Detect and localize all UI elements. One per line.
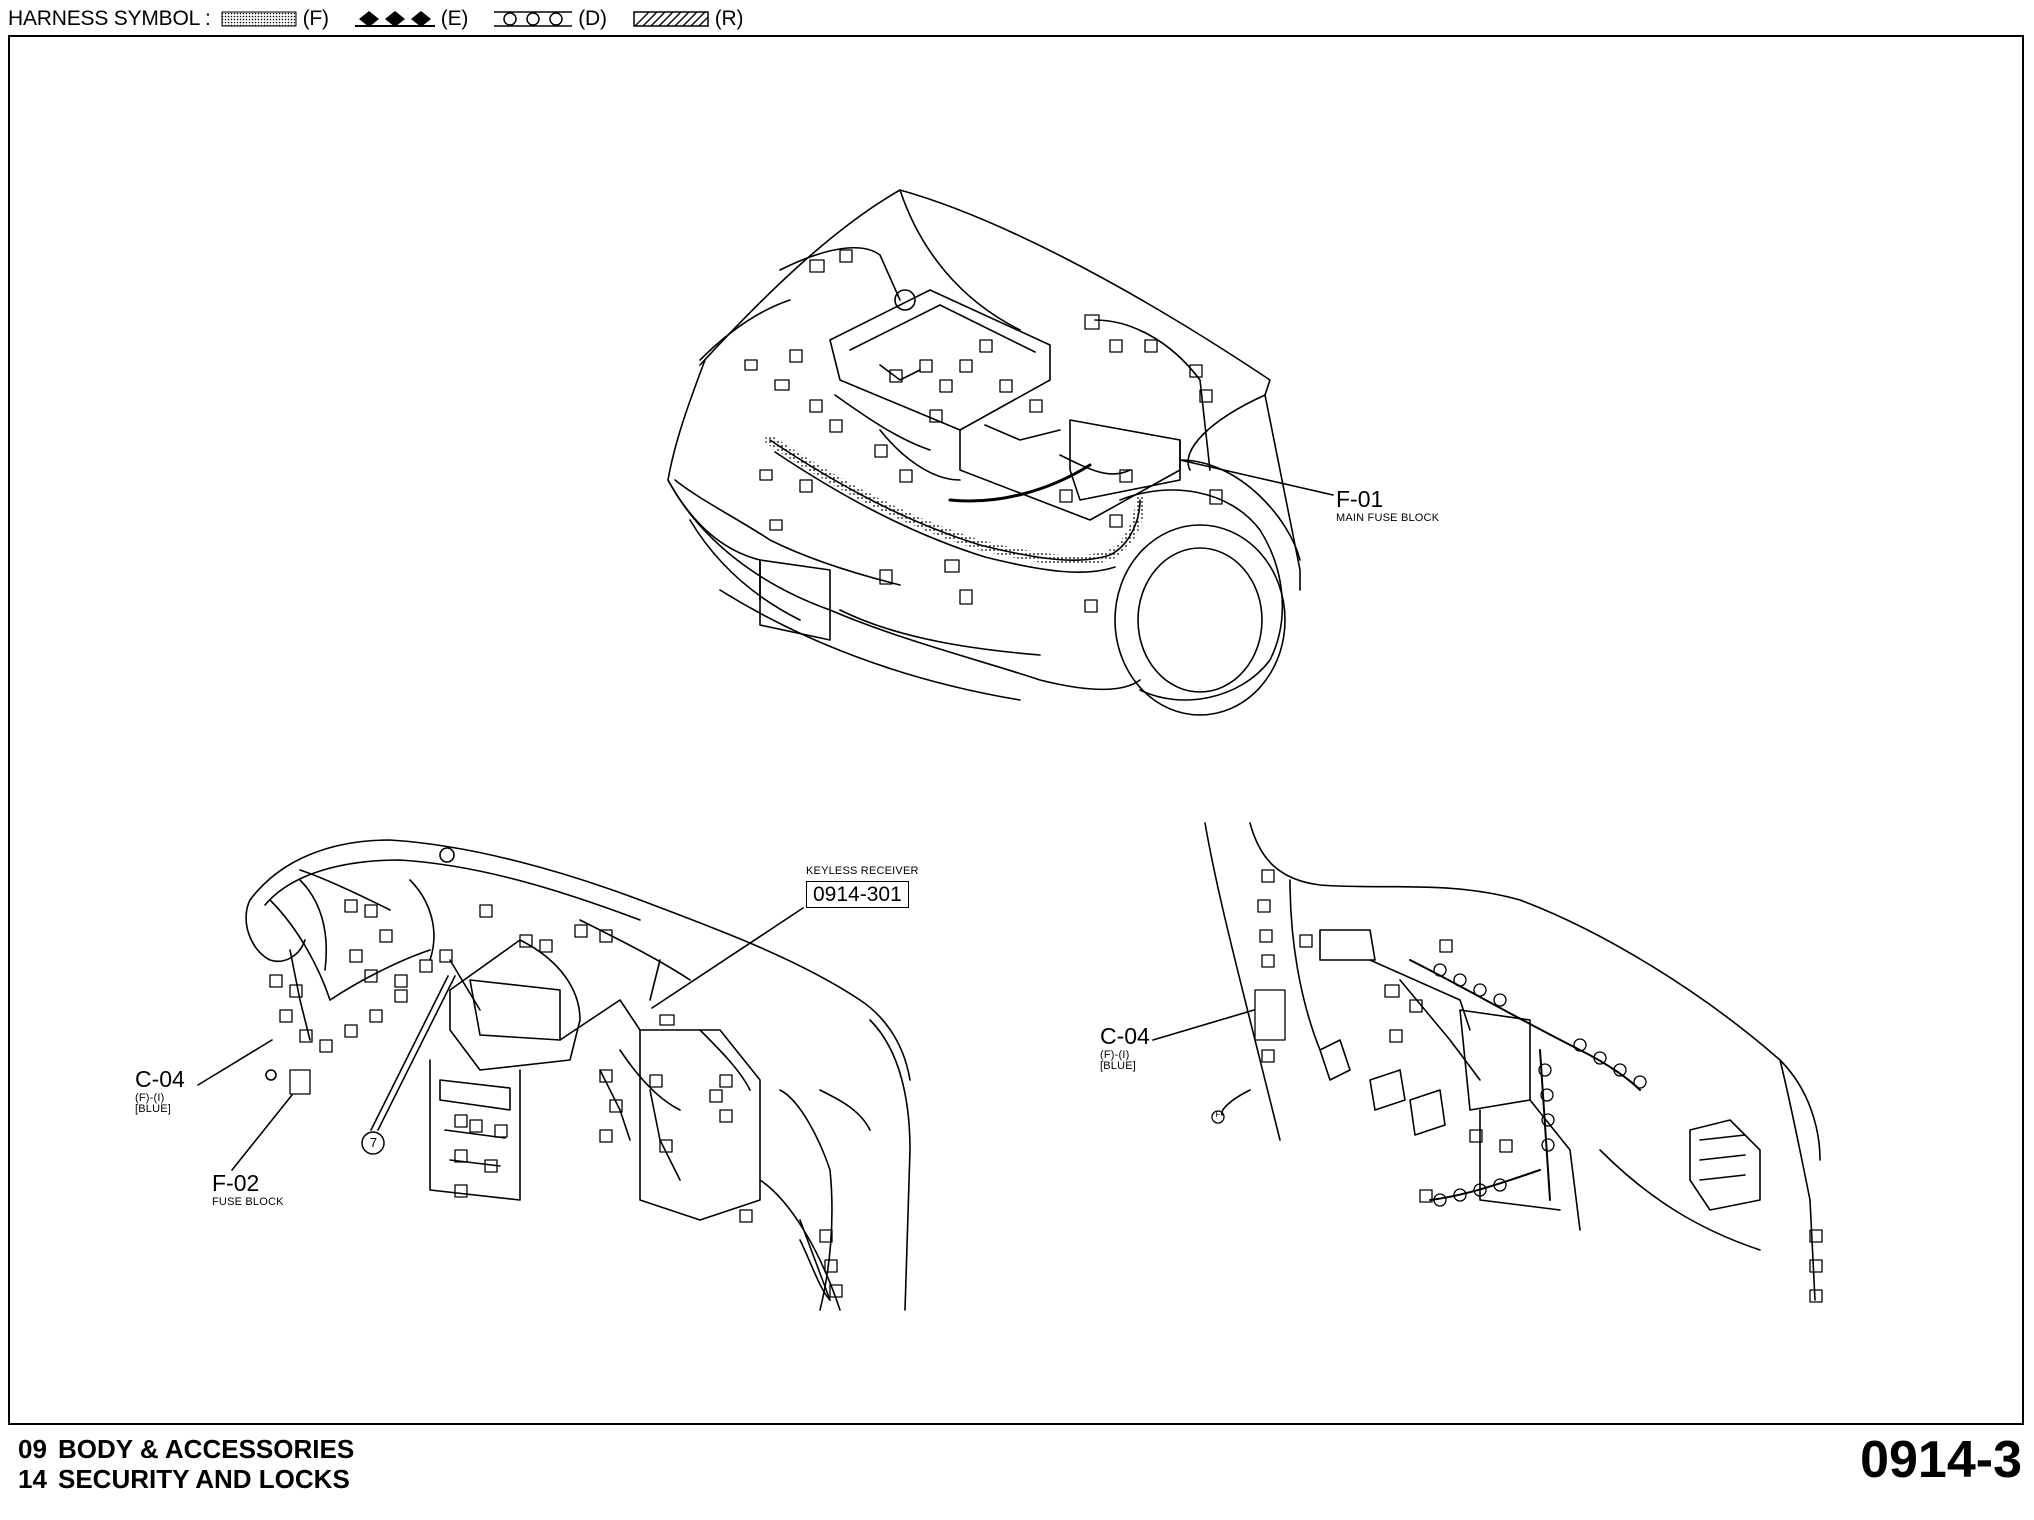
f02-id: F-02 — [212, 1170, 260, 1196]
f01-callout: F-01 MAIN FUSE BLOCK — [1336, 488, 1439, 524]
f02-desc: FUSE BLOCK — [212, 1196, 284, 1208]
c04-left-id: C-04 — [135, 1066, 185, 1092]
engine-compartment-drawing — [667, 189, 1301, 716]
c04-left-line1: (F)-(I) — [135, 1092, 165, 1104]
keyless-ref: 0914-301 — [806, 881, 909, 908]
c04-left-callout: C-04 (F)-(I) [BLUE] — [135, 1068, 185, 1115]
c04-right-id: C-04 — [1100, 1023, 1150, 1049]
footer-text-1: BODY & ACCESSORIES — [58, 1434, 355, 1464]
footer-num-1: 09 — [18, 1434, 47, 1464]
footer-line-2: 14 SECURITY AND LOCKS — [18, 1464, 354, 1494]
footer-line-1: 09 BODY & ACCESSORIES — [18, 1434, 354, 1464]
interior-harness-drawing — [1204, 822, 1823, 1303]
diagram-frame — [8, 35, 2024, 1425]
f01-desc: MAIN FUSE BLOCK — [1336, 512, 1440, 524]
diamonds-symbol-icon — [354, 11, 435, 27]
circles-symbol-icon — [494, 11, 573, 27]
legend-label: HARNESS SYMBOL : — [8, 7, 211, 30]
ref-7-marker: 7 — [369, 1135, 378, 1150]
legend-code-f: (F) — [302, 7, 329, 30]
c04-right-callout: C-04 (F)-(I) [BLUE] — [1100, 1025, 1150, 1072]
keyless-receiver-callout: KEYLESS RECEIVER 0914-301 — [806, 866, 919, 908]
keyless-desc: KEYLESS RECEIVER — [806, 865, 919, 877]
f-marker: F — [1215, 1110, 1221, 1119]
legend-code-d: (D) — [578, 7, 607, 30]
footer-text-2: SECURITY AND LOCKS — [58, 1464, 350, 1494]
harness-symbol-legend: HARNESS SYMBOL : (F) (E) (D) (R) — [8, 4, 769, 34]
f02-callout: F-02 FUSE BLOCK — [212, 1172, 284, 1208]
legend-code-r: (R) — [714, 7, 744, 30]
section-footer: 09 BODY & ACCESSORIES 14 SECURITY AND LOCK… — [18, 1434, 354, 1494]
c04-right-line1: (F)-(I) — [1100, 1049, 1130, 1061]
c04-left-line2: [BLUE] — [135, 1103, 172, 1115]
c04-right-line2: [BLUE] — [1100, 1060, 1137, 1072]
hatched-symbol-icon — [633, 11, 709, 27]
instrument-panel-drawing — [245, 839, 911, 1311]
page-number: 0914-3 — [1860, 1431, 2022, 1489]
f01-id: F-01 — [1336, 486, 1384, 512]
dotted-fill-symbol-icon — [221, 11, 297, 27]
legend-code-e: (E) — [440, 7, 469, 30]
footer-num-2: 14 — [18, 1464, 47, 1494]
